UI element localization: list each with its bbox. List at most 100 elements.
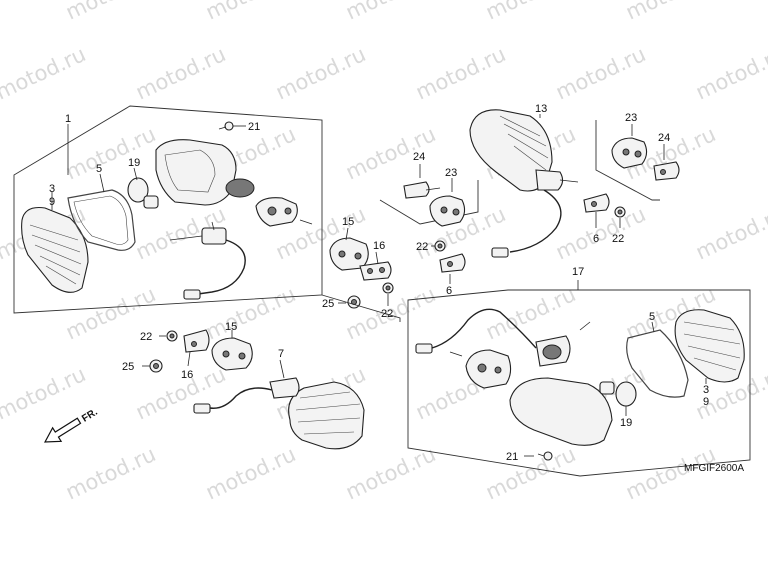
wire-13: [509, 189, 562, 253]
lamp-13-ribs: [499, 115, 549, 171]
stay-24-right: [653, 161, 680, 181]
callout-5-left: 5: [96, 163, 102, 175]
callout-23-right: 23: [625, 112, 637, 124]
callout-19-right: 19: [620, 417, 632, 429]
gasket-lower-right: [626, 329, 689, 398]
lens-ribs-left-upper: [29, 224, 82, 285]
callout-22-right: 22: [612, 233, 624, 245]
callout-21-left: 21: [248, 121, 260, 133]
watermark-text: motod.ru: [62, 122, 159, 184]
housing-left-upper-detail: [164, 149, 216, 193]
housing-left-upper: [155, 139, 237, 206]
lamp-7: [288, 381, 365, 450]
nut-22-upper: [382, 282, 394, 294]
bulb-left-upper: [127, 177, 159, 209]
base-left-upper: [255, 197, 298, 227]
connector-lower-right: [415, 343, 433, 354]
watermark-text: motod.ru: [342, 0, 439, 25]
mount-15-upper: [329, 237, 369, 271]
lens-lower-right: [674, 309, 745, 383]
connector-7: [193, 403, 211, 414]
callout-23-mid: 23: [445, 167, 457, 179]
base-lower-right: [465, 349, 512, 389]
callout-9-right: 9: [703, 396, 709, 408]
nut-22-lower: [166, 330, 178, 342]
watermark-text: motod.ru: [552, 202, 649, 264]
screw-21-left: [218, 121, 234, 131]
callout-labels: 1 3 9 5 19 21 15 16 22 25 24 23 22 6 13 …: [49, 103, 744, 474]
diagram-code: MFGIF2600A: [684, 463, 744, 474]
callout-24-right: 24: [658, 132, 670, 144]
assembly-17-group: [407, 280, 751, 477]
socket-housing-left-upper: [225, 178, 255, 198]
callout-7: 7: [278, 348, 284, 360]
wire-left-upper: [197, 239, 246, 295]
callout-6-right: 6: [593, 233, 599, 245]
assembly-17-frame: [407, 289, 751, 477]
nut-25-lower: [149, 359, 163, 373]
callout-13: 13: [535, 103, 547, 115]
connector-left-upper: [183, 289, 201, 300]
lens-ribs-lower-right: [683, 321, 741, 371]
mount-15-lower: [211, 337, 253, 371]
callout-22-lower: 22: [140, 331, 152, 343]
plate-16-lower: [183, 329, 210, 353]
wire-7: [209, 387, 273, 409]
lamp-7-ribs: [295, 391, 361, 435]
assembly-1-frame: [13, 105, 323, 314]
nut-25-upper: [347, 295, 361, 309]
callout-22-mid: 22: [416, 241, 428, 253]
upper-middle-parts: [379, 164, 479, 284]
nut-22-right: [614, 206, 626, 218]
housing-lower-right: [509, 377, 613, 446]
watermark-text: motod.ru: [692, 202, 768, 264]
stay-24-left: [403, 181, 430, 199]
callout-1: 1: [65, 113, 71, 125]
callout-25-upper: 25: [322, 298, 334, 310]
assembly-13-group: [469, 109, 680, 258]
socket-7: [269, 377, 300, 399]
callout-15-lower: 15: [225, 321, 237, 333]
callout-3-right: 3: [703, 384, 709, 396]
watermark-text: motod.ru: [0, 42, 89, 104]
watermark-text: motod.ru: [62, 442, 159, 504]
screw-21-lower: [537, 451, 553, 461]
socket-left-upper: [201, 227, 227, 245]
assembly-7-group: [142, 329, 365, 450]
callout-24-mid: 24: [413, 151, 425, 163]
gasket-left-upper: [67, 189, 136, 251]
watermark-text: motod.ru: [692, 42, 768, 104]
watermark-text: motod.ru: [412, 42, 509, 104]
direction-arrow: FR.: [43, 407, 100, 443]
watermark-text: motod.ru: [622, 0, 719, 25]
watermark-text: motod.ru: [62, 0, 159, 25]
direction-label: FR.: [80, 407, 100, 425]
socket-13: [535, 169, 564, 191]
callout-17: 17: [572, 266, 584, 278]
assembly-1-group: [13, 105, 323, 314]
callout-25-lower: 25: [122, 361, 134, 373]
watermark-text: motod.ru: [272, 42, 369, 104]
watermark-text: motod.ru: [132, 42, 229, 104]
watermark-text: motod.ru: [552, 42, 649, 104]
watermark-text: motod.ru: [202, 442, 299, 504]
middle-bracket-frame: [321, 294, 401, 322]
bulb-lower-right: [599, 381, 637, 407]
callout-16-lower: 16: [181, 369, 193, 381]
plate-16-upper: [359, 261, 392, 281]
middle-mount-parts: [321, 227, 401, 322]
right-bracket-frame: [595, 120, 660, 201]
gasket-left-upper-inner: [73, 195, 129, 245]
connector-13: [491, 247, 509, 258]
callout-5-right: 5: [649, 311, 655, 323]
callout-21-right: 21: [506, 451, 518, 463]
watermark-text: motod.ru: [482, 0, 579, 25]
callout-15-upper: 15: [342, 216, 354, 228]
watermark-text: motod.ru: [202, 0, 299, 25]
callout-6-mid: 6: [446, 285, 452, 297]
callout-22-upper: 22: [381, 308, 393, 320]
callout-19-left: 19: [128, 157, 140, 169]
watermark-text: motod.ru: [0, 362, 89, 424]
callout-16-upper: 16: [373, 240, 385, 252]
